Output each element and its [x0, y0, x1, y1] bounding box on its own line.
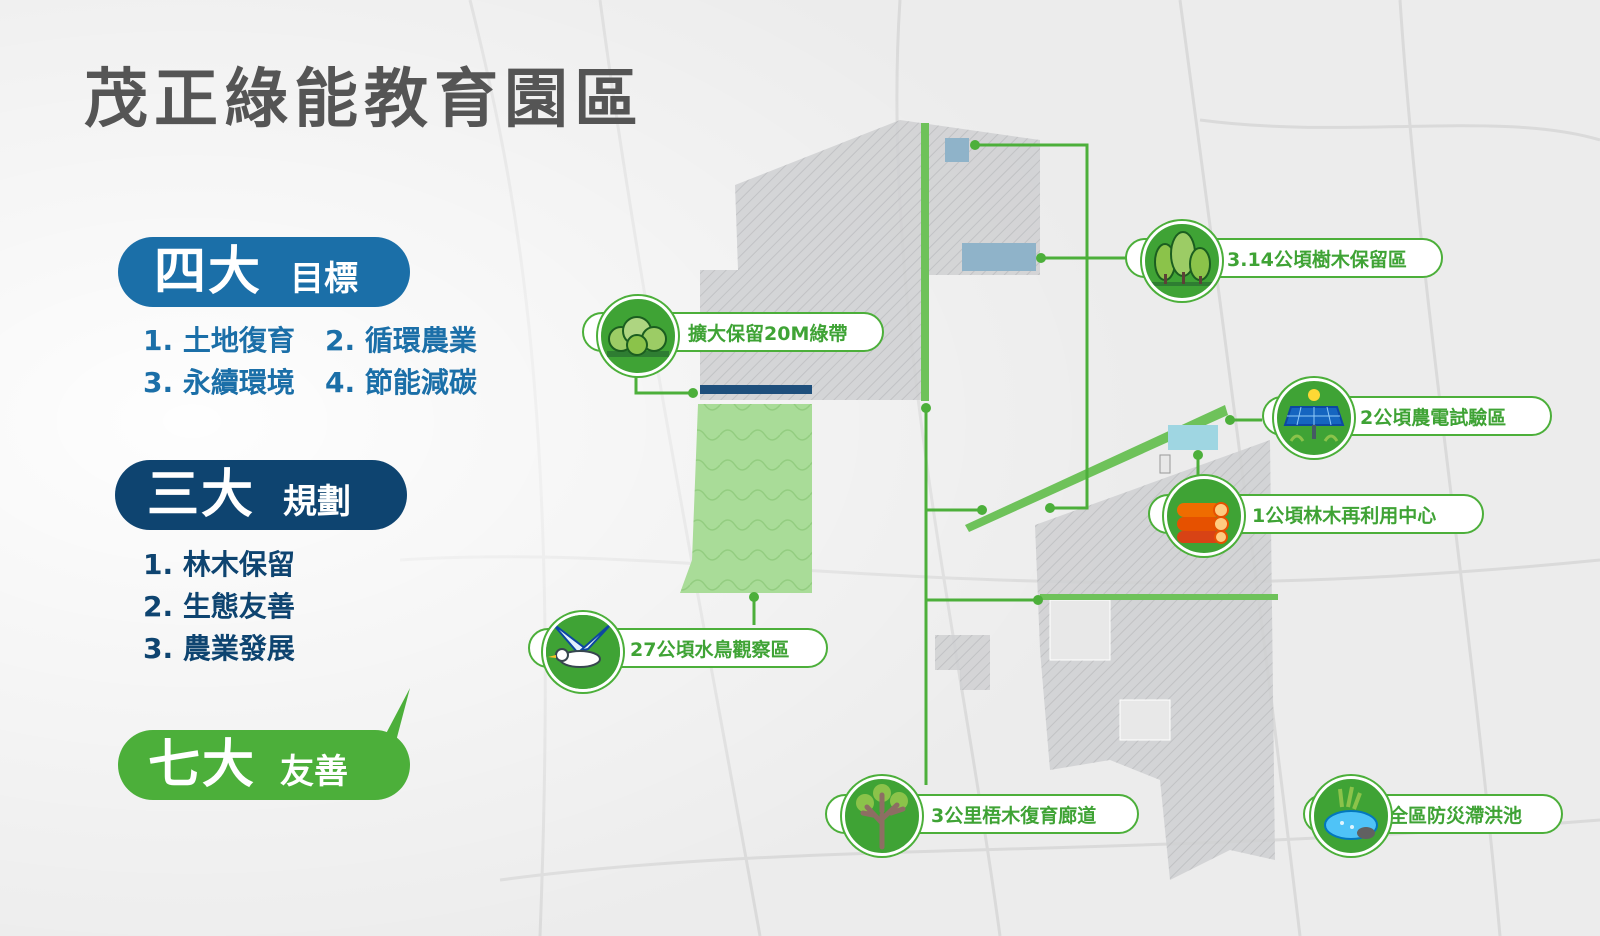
callout-label: 27公頃水鳥觀察區 [630, 639, 790, 661]
diagonal-green-strip [965, 405, 1228, 532]
goals-list: 1. 土地復育 2. 循環農業 3. 永續環境 4. 節能減碳 [143, 320, 507, 404]
goal-item: 2. 循環農業 [325, 324, 477, 357]
goals-big: 四大 [154, 242, 263, 302]
goal-item: 4. 節能減碳 [325, 366, 477, 399]
plan-item: 1. 林木保留 [143, 548, 295, 581]
bird-icon [543, 612, 623, 692]
friendly-small: 友善 [280, 752, 348, 792]
wetland-area [680, 404, 812, 593]
plan-item: 3. 農業發展 [143, 632, 295, 665]
solar-panel-icon [1274, 378, 1354, 458]
friendly-pill: 七大 友善 [118, 730, 410, 800]
callout-label: 1公頃林木再利用中心 [1252, 505, 1437, 527]
plans-small: 規劃 [283, 482, 351, 522]
bush-icon [598, 296, 678, 376]
plan-item: 2. 生態友善 [143, 590, 295, 623]
callout-label: 全區防災滯洪池 [1389, 805, 1523, 827]
callout-label: 3.14公頃樹木保留區 [1227, 249, 1407, 271]
pond-icon [1311, 776, 1391, 856]
water-channel [700, 385, 812, 394]
bare-tree-icon [842, 776, 922, 856]
callout-label: 擴大保留20M綠帶 [688, 323, 848, 345]
horizontal-green-strip [1040, 594, 1278, 600]
plans-list: 1. 林木保留 2. 生態友善 3. 農業發展 [143, 544, 295, 670]
plans-pill: 三大 規劃 [115, 460, 407, 530]
speech-tail [380, 688, 410, 745]
tree-grove-icon [1142, 221, 1222, 301]
goal-item: 1. 土地復育 [143, 324, 295, 357]
goals-pill: 四大 目標 [118, 237, 410, 307]
callout-label: 3公里梧木復育廊道 [931, 805, 1097, 827]
page-title: 茂正綠能教育園區 [84, 63, 644, 137]
log-pile-icon [1164, 476, 1244, 556]
friendly-big: 七大 [148, 735, 257, 795]
goals-small: 目標 [290, 259, 358, 299]
plans-big: 三大 [147, 465, 256, 525]
green-belt-strip [921, 123, 929, 401]
goal-item: 3. 永續環境 [143, 366, 295, 399]
callout-label: 2公頃農電試驗區 [1360, 407, 1507, 429]
